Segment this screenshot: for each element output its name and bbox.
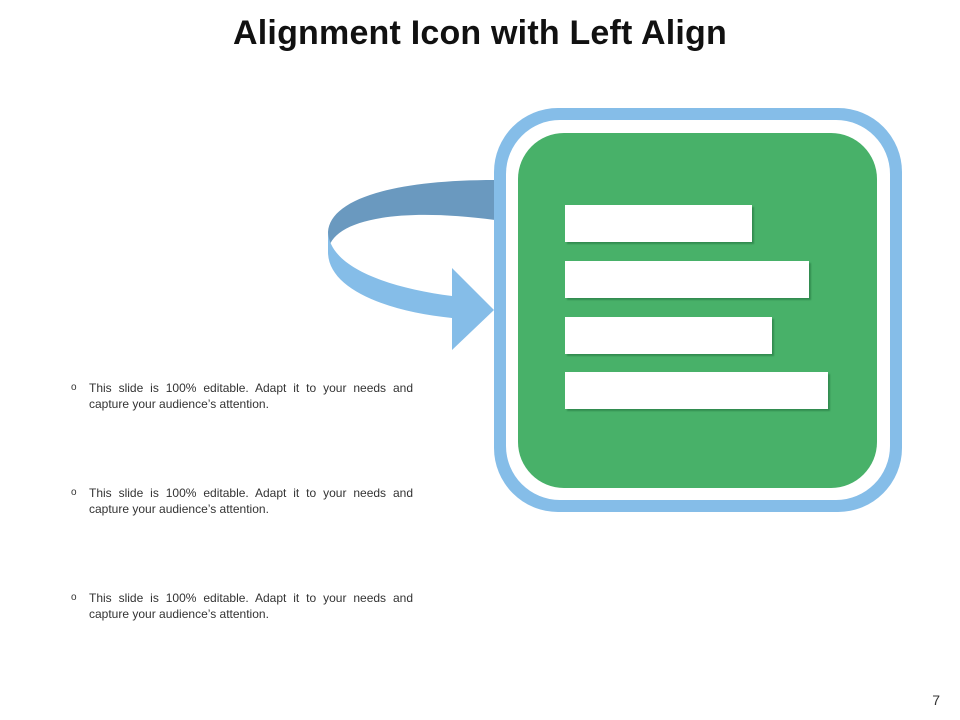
bullet-marker: o (71, 592, 77, 603)
align-bar-4 (565, 372, 828, 409)
bullet-marker: o (71, 487, 77, 498)
bullet-item: o This slide is 100% editable. Adapt it … (68, 590, 413, 622)
icon-green-square (518, 133, 877, 488)
bullet-item: o This slide is 100% editable. Adapt it … (68, 380, 413, 412)
align-bar-1 (565, 205, 752, 242)
bullet-list: o This slide is 100% editable. Adapt it … (68, 380, 413, 695)
bullet-text: This slide is 100% editable. Adapt it to… (89, 591, 413, 621)
slide-title: Alignment Icon with Left Align (233, 14, 727, 52)
page-number: 7 (932, 692, 940, 708)
bullet-marker: o (71, 382, 77, 393)
curved-arrow-icon (328, 180, 495, 350)
bullet-text: This slide is 100% editable. Adapt it to… (89, 486, 413, 516)
bullet-text: This slide is 100% editable. Adapt it to… (89, 381, 413, 411)
arrow-back-band (328, 180, 495, 252)
bullet-item: o This slide is 100% editable. Adapt it … (68, 485, 413, 517)
align-bar-3 (565, 317, 772, 354)
align-bar-2 (565, 261, 809, 298)
arrow-front-band (328, 232, 494, 350)
left-align-icon (494, 108, 902, 512)
